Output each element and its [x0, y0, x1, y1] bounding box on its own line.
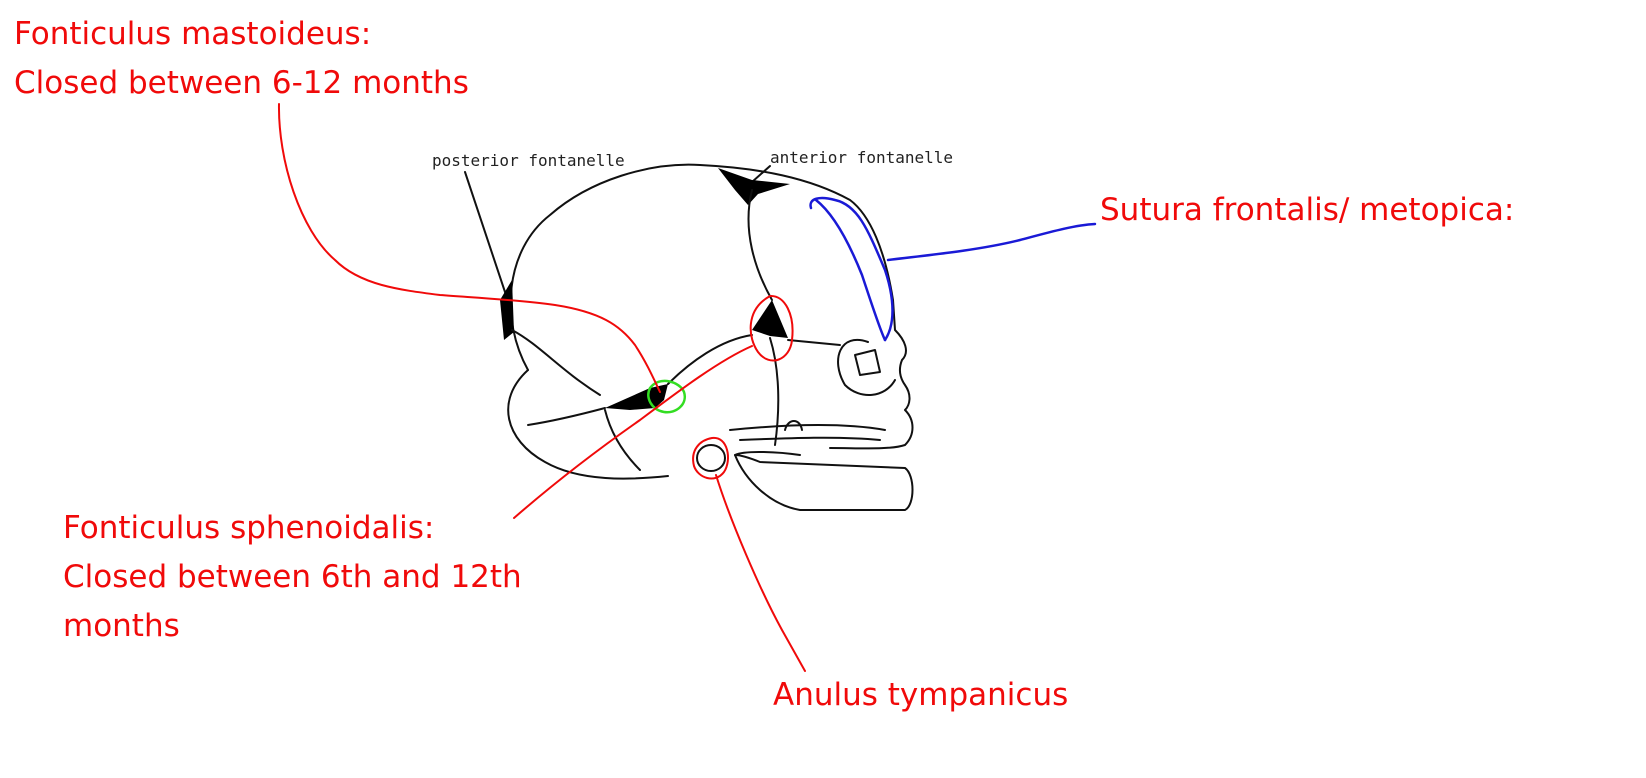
- metopic-suture-highlight: [809, 196, 894, 342]
- anterior-fontanelle: [718, 168, 790, 205]
- mandible: [734, 454, 914, 511]
- sphenoid-vertical-suture: [769, 337, 780, 446]
- coronal-suture: [747, 189, 773, 301]
- metopic-suture-highlight-inner: [814, 198, 887, 342]
- temporal-lower-suture: [604, 409, 641, 471]
- zygoma-notch: [784, 420, 803, 431]
- sphenoid-leader-line: [513, 345, 753, 519]
- mastoid-closure-note: Closed between 6-12 months: [14, 65, 469, 101]
- occipital-suture: [527, 407, 606, 426]
- skull-outline: [509, 163, 914, 450]
- posterior-fontanelle-label: posterior fontanelle: [432, 151, 625, 170]
- zygomatic-arch: [729, 424, 886, 441]
- orbit: [837, 339, 896, 397]
- sphenoid-closure-note-cont: months: [63, 608, 180, 644]
- anterior-fontanelle-label: anterior fontanelle: [770, 148, 953, 167]
- tympanic-highlight-circle: [692, 436, 729, 480]
- posterior-fontanelle: [500, 280, 514, 340]
- posterior-leader-line: [464, 171, 507, 296]
- sphenoid-highlight-circle: [749, 294, 794, 362]
- squamosal-suture: [667, 334, 753, 385]
- mastoid-leader-line: [277, 103, 661, 393]
- annotation-fonticulus-mastoideus: Fonticulus mastoideus: Closed between 6-…: [14, 10, 469, 108]
- tympanic-leader-line: [715, 474, 806, 672]
- mastoid-highlight-circle: [647, 379, 687, 414]
- orbit-inner: [854, 349, 881, 376]
- metopic-leader-line: [886, 222, 1097, 262]
- annotation-anulus-tympanicus: Anulus tympanicus: [773, 677, 1069, 713]
- anterior-leader-line: [751, 165, 771, 183]
- sphenoid-title: Fonticulus sphenoidalis:: [63, 510, 435, 546]
- sphenoid-closure-note: Closed between 6th and 12th: [63, 559, 522, 595]
- annotation-sutura-frontalis: Sutura frontalis/ metopica:: [1100, 192, 1515, 228]
- occipital-outline: [507, 369, 669, 480]
- sagittal-region-line: [787, 339, 841, 346]
- mandible-ramus: [734, 450, 801, 456]
- lambdoid-suture: [511, 329, 601, 396]
- annotation-fonticulus-sphenoidalis: Fonticulus sphenoidalis: Closed between …: [63, 504, 522, 651]
- mastoid-title: Fonticulus mastoideus:: [14, 16, 372, 52]
- sphenoidal-fontanelle: [752, 300, 788, 338]
- tympanic-ring: [696, 444, 726, 472]
